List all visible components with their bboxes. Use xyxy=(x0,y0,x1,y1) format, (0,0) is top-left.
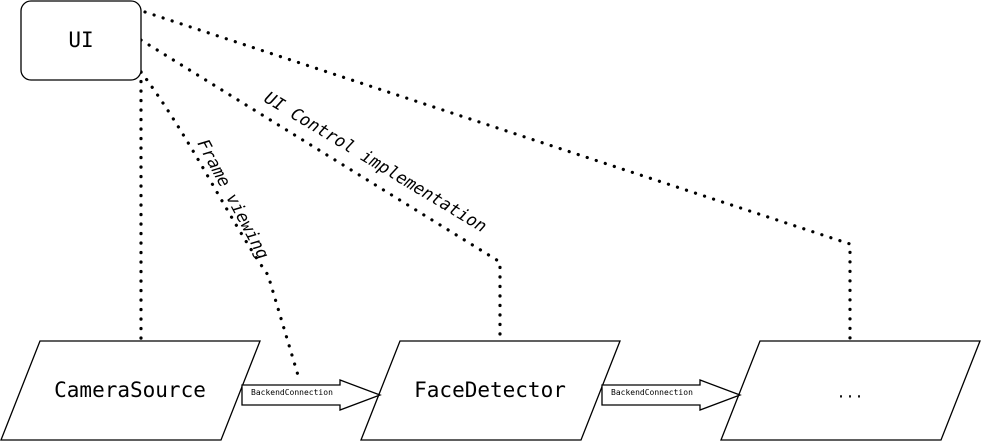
more-shape xyxy=(720,340,981,441)
more-label: ... xyxy=(836,384,863,402)
ui-control-link xyxy=(139,38,502,342)
camera-to-face-arrow[interactable]: BackendConnection xyxy=(241,379,382,411)
face-detector-label: FaceDetector xyxy=(414,378,566,402)
camera-source-node[interactable]: CameraSource xyxy=(0,340,261,441)
face-detector-node[interactable]: FaceDetector xyxy=(360,340,621,441)
face-to-more-arrow[interactable]: BackendConnection xyxy=(601,379,742,411)
ui-node-label: UI xyxy=(68,28,93,52)
camera-to-face-arrow-label: BackendConnection xyxy=(251,388,333,397)
more-node[interactable]: ... xyxy=(720,340,981,441)
ui-to-more-link xyxy=(143,10,852,342)
face-to-more-arrow-shape xyxy=(601,379,742,411)
face-detector-shape xyxy=(360,340,621,441)
camera-source-shape xyxy=(0,340,261,441)
ui-node[interactable]: UI xyxy=(20,0,142,81)
ui-node-box xyxy=(20,0,142,81)
camera-source-label: CameraSource xyxy=(54,378,206,402)
frame-viewing-link xyxy=(139,70,302,384)
face-to-more-arrow-label: BackendConnection xyxy=(611,388,693,397)
frame-viewing-label: Frame viewing xyxy=(193,136,273,263)
ui-control-label: UI Control implementation xyxy=(260,88,490,237)
camera-to-face-arrow-shape xyxy=(241,379,382,411)
